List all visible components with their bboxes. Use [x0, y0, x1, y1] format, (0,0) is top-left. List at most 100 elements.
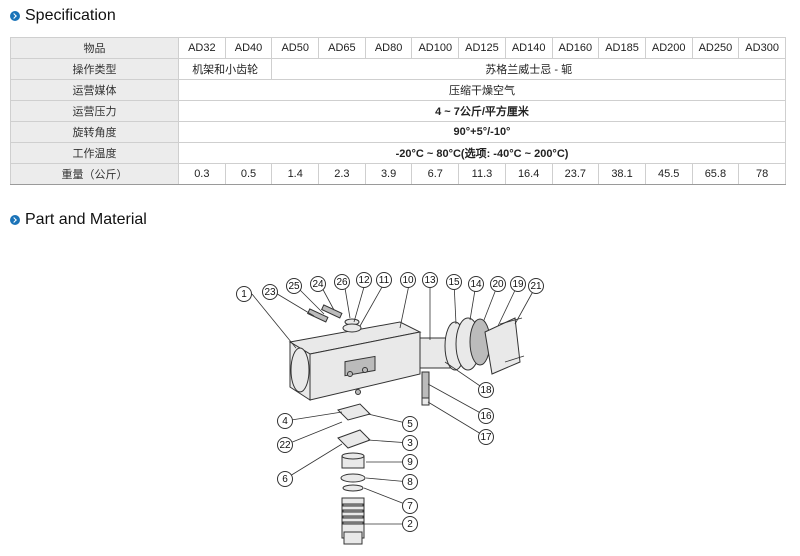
weight-cell: 6.7: [411, 163, 460, 185]
weight-row: 重量（公斤） 0.3 0.5 1.4 2.3 3.9 6.7 11.3 16.4…: [10, 163, 786, 185]
model-cell: AD250: [691, 37, 740, 59]
callout-2: 2: [402, 516, 418, 532]
model-cell: AD32: [178, 37, 226, 59]
weight-cell: 1.4: [271, 163, 320, 185]
svg-text:3: 3: [407, 438, 413, 449]
medium-row: 运营媒体 压缩干燥空气: [10, 79, 786, 101]
specification-header: Specification: [10, 6, 116, 26]
svg-text:18: 18: [480, 385, 492, 396]
medium-cell: 压缩干燥空气: [178, 79, 786, 101]
callout-10: 10: [400, 272, 416, 288]
row-label: 运营媒体: [10, 79, 179, 101]
callout-5: 5: [402, 416, 418, 432]
bolts: [307, 304, 343, 323]
svg-text:2: 2: [407, 519, 413, 530]
chevron-circle-icon: [10, 11, 20, 21]
chevron-circle-icon: [10, 215, 20, 225]
model-cell: AD40: [224, 37, 273, 59]
svg-text:10: 10: [402, 275, 414, 286]
section-title: Specification: [25, 7, 116, 24]
model-cell: AD140: [504, 37, 553, 59]
weight-cell: 0.5: [224, 163, 273, 185]
callout-13: 13: [422, 272, 438, 288]
bottom-stack: [337, 371, 430, 545]
svg-text:14: 14: [470, 279, 482, 290]
callout-15: 15: [446, 274, 462, 290]
callout-6: 6: [277, 471, 293, 487]
callout-18: 18: [478, 382, 494, 398]
svg-text:24: 24: [312, 279, 324, 290]
svg-text:8: 8: [407, 477, 413, 488]
model-row: 物品 AD32 AD40 AD50 AD65 AD80 AD100 AD125 …: [10, 37, 786, 59]
row-label: 工作温度: [10, 142, 179, 164]
svg-text:13: 13: [424, 275, 436, 286]
model-cell: AD50: [271, 37, 320, 59]
weight-cell: 16.4: [504, 163, 553, 185]
section-title: Part and Material: [25, 211, 147, 228]
svg-text:23: 23: [264, 287, 276, 298]
callout-9: 9: [402, 454, 418, 470]
callout-16: 16: [478, 408, 494, 424]
model-cell: AD65: [318, 37, 366, 59]
callout-21: 21: [528, 278, 544, 294]
callout-11: 11: [376, 272, 392, 288]
model-cell: AD185: [598, 37, 646, 59]
callout-26: 26: [334, 274, 350, 290]
svg-text:1: 1: [241, 289, 247, 300]
svg-text:9: 9: [407, 457, 413, 468]
svg-text:11: 11: [379, 275, 390, 286]
type-cell: 机架和小齿轮: [177, 58, 273, 80]
part-material-header: Part and Material: [10, 210, 147, 230]
type-cell: 苏格兰威士忌 - 轭: [271, 58, 786, 80]
callout-1: 1: [236, 286, 252, 302]
row-label: 运营压力: [10, 100, 179, 122]
callout-12: 12: [356, 272, 372, 288]
model-cell: AD125: [458, 37, 506, 59]
callout-24: 24: [310, 276, 326, 292]
row-label: 重量（公斤）: [10, 163, 179, 185]
callout-25: 25: [286, 278, 302, 294]
callout-8: 8: [402, 474, 418, 490]
svg-text:22: 22: [279, 440, 291, 451]
callout-20: 20: [490, 276, 506, 292]
row-label: 旋转角度: [10, 121, 179, 143]
model-cell: AD100: [411, 37, 460, 59]
model-cell: AD200: [644, 37, 693, 59]
weight-cell: 23.7: [551, 163, 600, 185]
svg-text:20: 20: [492, 279, 504, 290]
weight-cell: 0.3: [178, 163, 226, 185]
pressure-row: 运营压力 4 ~ 7公斤/平方厘米: [10, 100, 786, 122]
temperature-row: 工作温度 -20°C ~ 80°C(选项: -40°C ~ 200°C): [10, 142, 786, 164]
weight-cell: 2.3: [318, 163, 366, 185]
rotation-cell: 90°+5°/-10°: [178, 121, 786, 143]
callout-7: 7: [402, 498, 418, 514]
callout-3: 3: [402, 435, 418, 451]
svg-text:15: 15: [448, 277, 460, 288]
callout-19: 19: [510, 276, 526, 292]
exploded-parts-diagram: 1 23 25 24 26 12 11 10 13 15 14 20 19 21 18 16 17 4 5 22 3 6 9…: [236, 272, 544, 545]
weight-cell: 3.9: [364, 163, 413, 185]
row-label: 操作类型: [10, 58, 179, 80]
model-cell: AD160: [551, 37, 600, 59]
callout-17: 17: [478, 429, 494, 445]
pressure-cell: 4 ~ 7公斤/平方厘米: [178, 100, 786, 122]
row-label: 物品: [10, 37, 179, 59]
svg-text:25: 25: [288, 281, 300, 292]
rotation-row: 旋转角度 90°+5°/-10°: [10, 121, 786, 143]
model-cell: AD80: [364, 37, 413, 59]
svg-text:26: 26: [336, 277, 348, 288]
leader-lines: [251, 279, 537, 525]
weight-cell: 38.1: [598, 163, 646, 185]
svg-text:17: 17: [480, 432, 492, 443]
weight-cell: 78: [738, 163, 786, 185]
svg-text:6: 6: [282, 474, 288, 485]
actuator-body: [288, 321, 422, 401]
svg-text:19: 19: [512, 279, 524, 290]
weight-cell: 45.5: [644, 163, 693, 185]
svg-text:4: 4: [282, 416, 288, 427]
svg-text:12: 12: [358, 275, 370, 286]
callout-4: 4: [277, 413, 293, 429]
top-rings: [342, 318, 362, 333]
callout-23: 23: [262, 284, 278, 300]
specification-table: 物品 AD32 AD40 AD50 AD65 AD80 AD100 AD125 …: [10, 37, 786, 185]
